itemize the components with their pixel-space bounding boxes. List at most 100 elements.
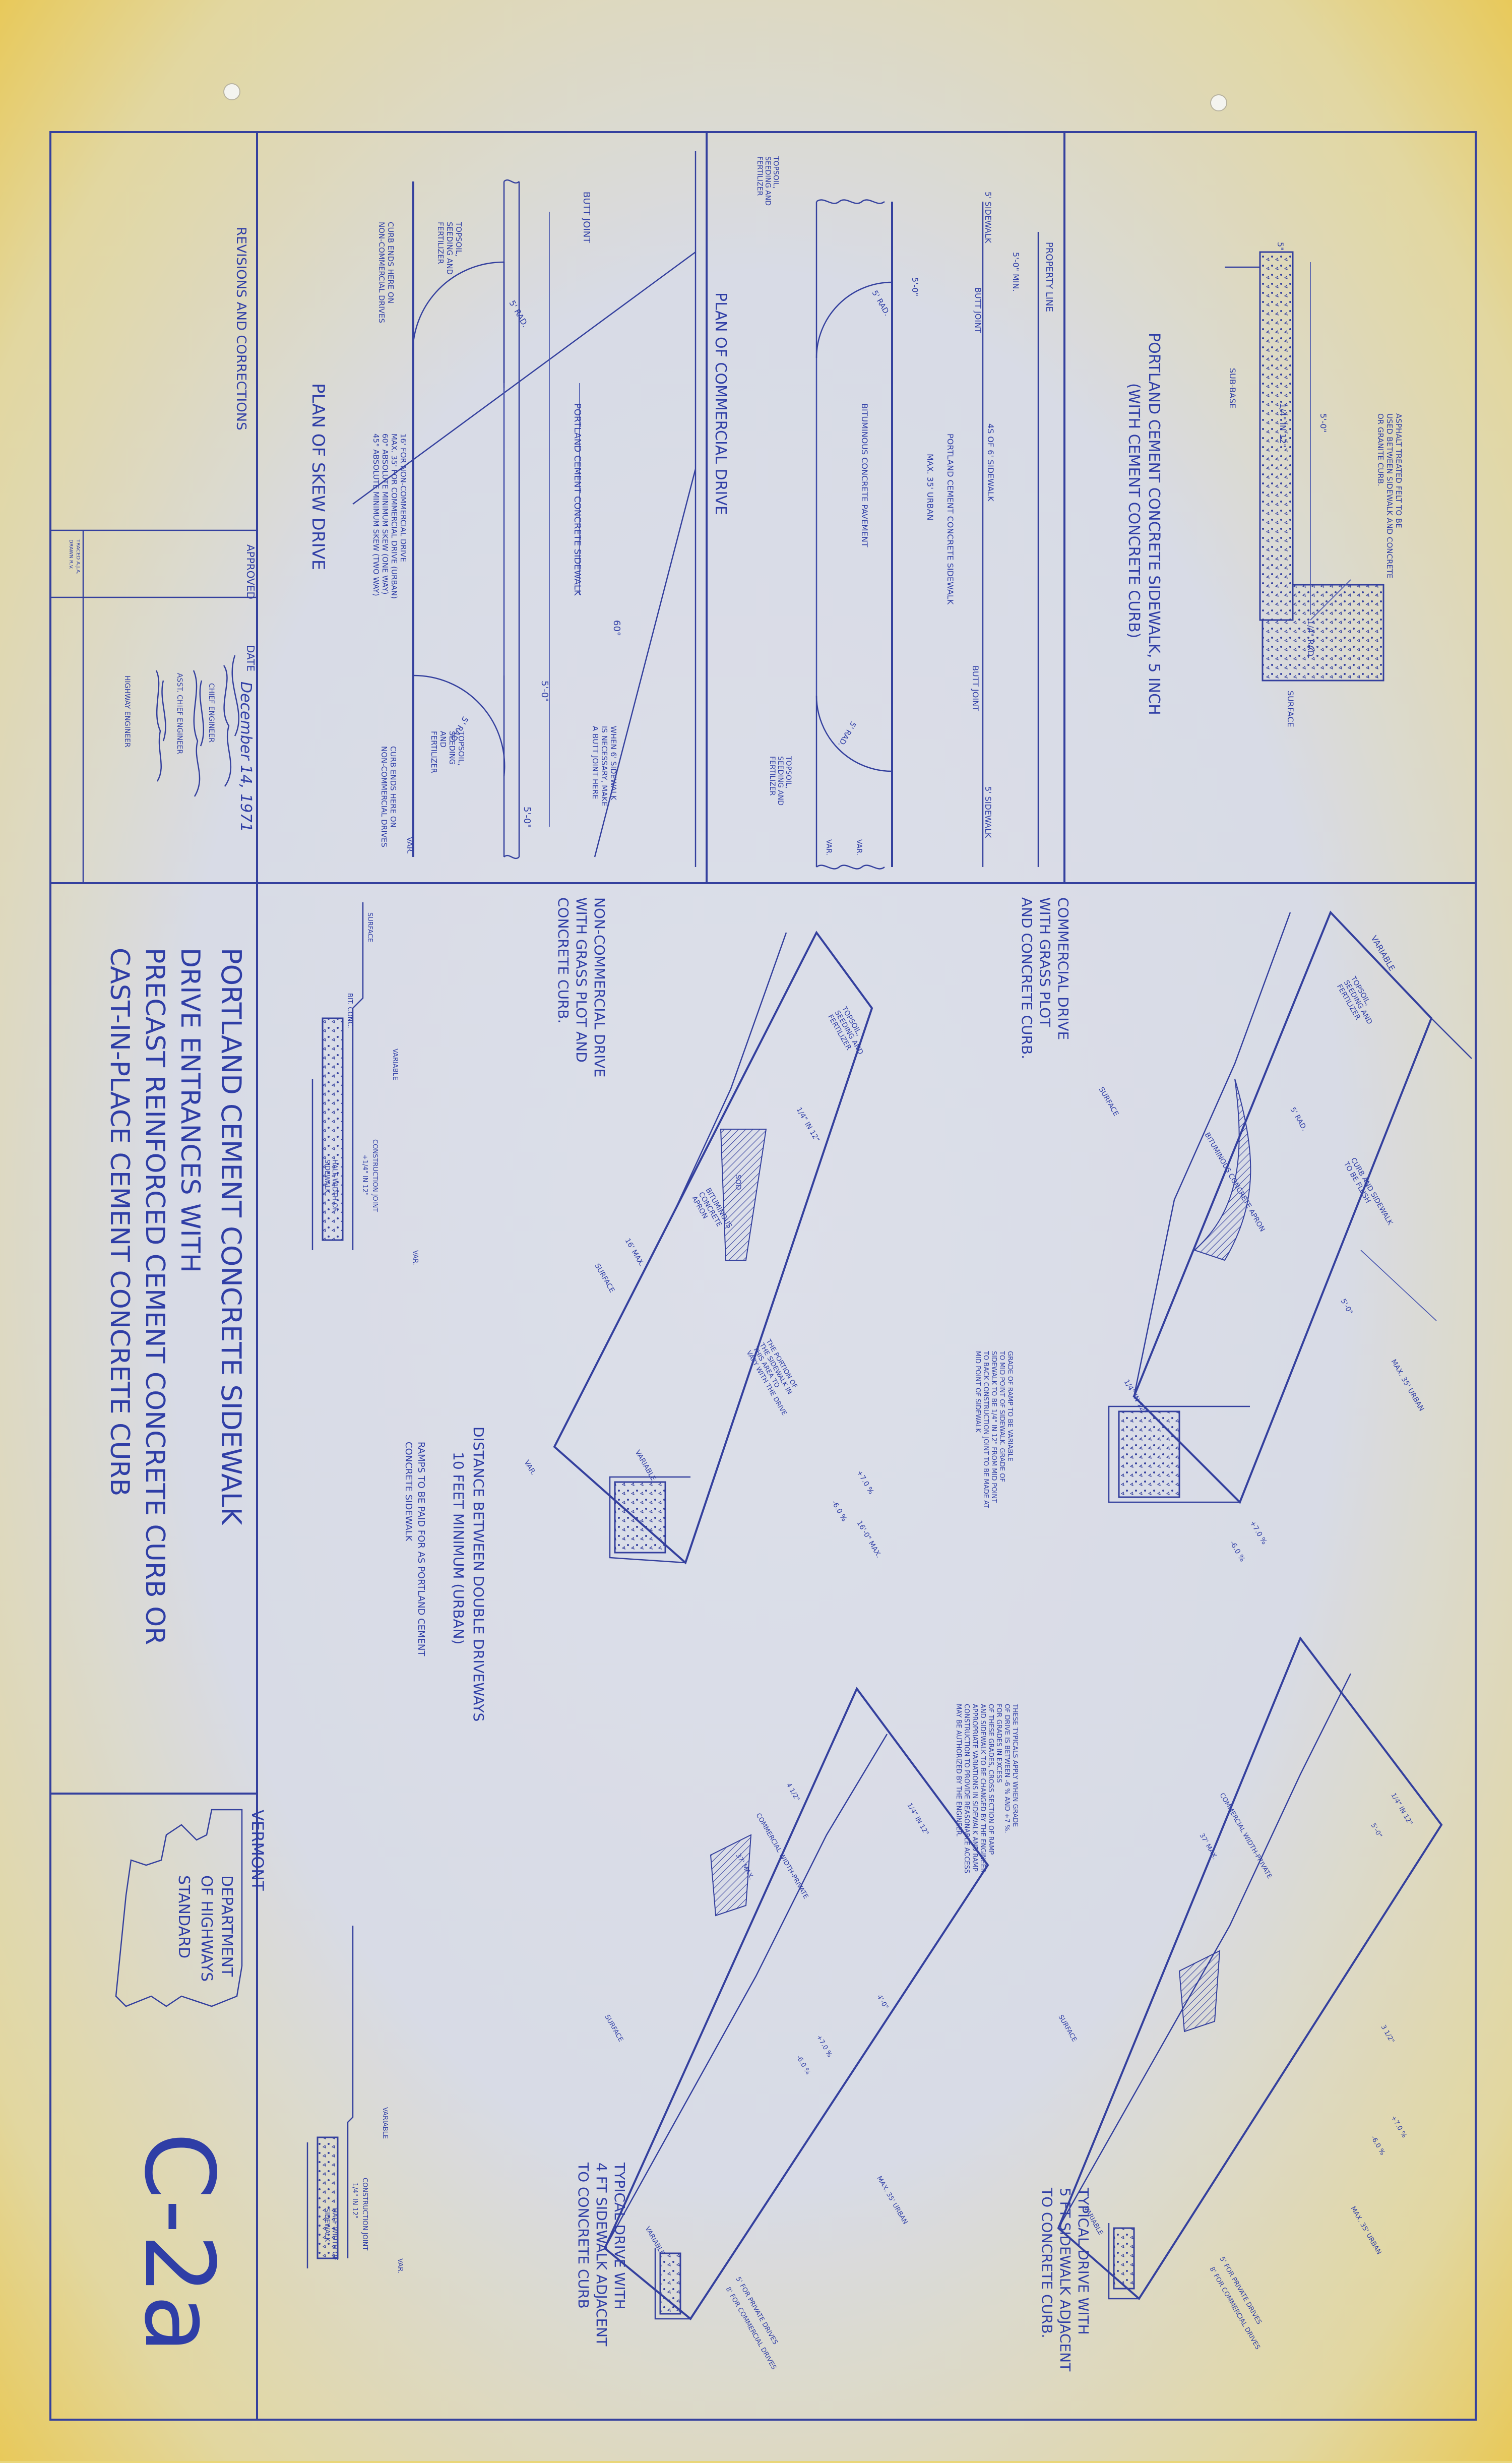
date-value: December 14, 1971 — [237, 682, 255, 832]
skew-angle: 60° — [611, 620, 622, 636]
ciso-max: MAX. 35' URBAN — [1390, 1358, 1426, 1412]
highway-engineer-label: HIGHWAY ENGINEER — [123, 675, 131, 748]
commercial-min: 5'-0" MIN. — [1011, 252, 1021, 292]
sd1-slope: +1/4" IN 12" — [361, 1154, 368, 1196]
ciso-pct-2: -6.0 % — [1228, 1540, 1246, 1563]
skew-dim-1: 5'-0" — [539, 681, 550, 702]
sidewalk-section: 5'-0" 1/4" IN 12" 5" SUB-BASE 1/4" RAD. … — [1125, 242, 1403, 727]
sd2-slope: 1/4" IN 12" — [351, 2183, 358, 2219]
agency-dept-2: OF HIGHWAYS — [198, 1875, 215, 1982]
date-label: DATE — [244, 645, 257, 671]
ncis-topsoil: TOPSOIL, SEEDING AND FERTILIZER — [826, 1005, 872, 1062]
ncis-pct-2: -6.0 % — [830, 1499, 848, 1523]
section-slope: 1/4" IN 12" — [1278, 403, 1288, 448]
section-detail-1: SURFACE BIT. CONC. VARIABLE CONSTRUCTION… — [311, 902, 419, 1265]
section-width: 5'-0" — [1318, 413, 1328, 433]
noncommercial-iso: TOPSOIL, SEEDING AND FERTILIZER SOD BITU… — [523, 897, 883, 1565]
skew-var: VAR. — [405, 837, 414, 854]
sd2-construction-joint: CONSTRUCTION JOINT — [361, 2178, 368, 2250]
commercial-iso: VARIABLE TOPSOIL, SEEDING AND FERTILIZER… — [974, 897, 1472, 1563]
sd1-bit-conc: BIT. CONC. — [346, 993, 353, 1028]
title-line-4: CAST-IN-PLACE CEMENT CONCRETE CURB — [104, 948, 135, 1496]
revisions-block: REVISIONS AND CORRECTIONS — [233, 227, 248, 430]
t4-label: TYPICAL DRIVE WITH 4 FT SIDEWALK ADJACEN… — [575, 2162, 628, 2351]
commercial-plan-title: PLAN OF COMMERCIAL DRIVE — [712, 292, 729, 515]
section-surface: SURFACE — [1286, 691, 1295, 727]
skew-dim-2: 5'-0" — [522, 807, 532, 828]
commercial-sidewalk-width: 4S OF 6' SIDEWALK — [986, 423, 995, 502]
drawn-label: DRAWN R.V. — [68, 539, 74, 570]
ciso-slope: 1/4" IN 12" — [1122, 1378, 1149, 1415]
ciso-label: COMMERCIAL DRIVE WITH GRASS PLOT AND CON… — [1019, 897, 1072, 1059]
agency-standard: STANDARD — [175, 1875, 193, 1958]
title-block: PORTLAND CEMENT CONCRETE SIDEWALK DRIVE … — [104, 948, 247, 1645]
commercial-max: MAX. 35' URBAN — [925, 454, 935, 520]
sd2-half-width: HALF WIDTH OF SIDEWALK — [323, 2208, 338, 2262]
concrete-curb — [1262, 584, 1384, 682]
ciso-dim: 5'-0" — [1339, 1298, 1354, 1316]
skew-butt-note: WHEN 6' SIDEWALK IS NECESSARY, MAKE A BU… — [591, 726, 618, 809]
t5-apply-note: THESE TYPICALS APPLY WHEN GRADE OF DRIVE… — [955, 1703, 1019, 1877]
ncis-label: NON-COMMERCIAL DRIVE WITH GRASS PLOT AND… — [555, 897, 608, 1082]
agency-dept-1: DEPARTMENT — [218, 1875, 235, 1977]
ncis-surface: SURFACE — [593, 1262, 616, 1294]
commercial-var-2: VAR. — [825, 839, 833, 855]
title-line-2: DRIVE ENTRANCES WITH — [175, 948, 205, 1273]
section-rad: 1/4" RAD. — [1306, 620, 1315, 659]
distance-line-2: 10 FEET MINIMUM (URBAN) — [450, 1452, 467, 1644]
commercial-sidewalk: 5' SIDEWALK — [983, 192, 993, 243]
sd1-surface: SURFACE — [366, 912, 373, 942]
section-base: SUB-BASE — [1228, 368, 1237, 408]
agency-state: VERMONT — [248, 1810, 267, 1891]
skew-drive-plan: 60° BUTT JOINT PORTLAND CEMENT CONCRETE … — [308, 151, 697, 867]
sd1-variable: VARIABLE — [391, 1049, 399, 1080]
commercial-sidewalk-2: 5' SIDEWALK — [983, 786, 993, 838]
t4-pct-1: +7.0 % — [815, 2034, 834, 2059]
punch-hole-right — [1210, 94, 1227, 111]
skew-topsoil-1: TOPSOIL, SEEDING AND FERTILIZER — [436, 221, 463, 277]
typical-4ft-iso: COMMERCIAL WIDTH-PRIVATE 37' MAX. MAX. 3… — [575, 1687, 989, 2371]
skew-plan-title: PLAN OF SKEW DRIVE — [308, 383, 328, 570]
commercial-topsoil-2: TOPSOIL, SEEDING AND FERTILIZER — [768, 756, 792, 808]
skew-width-note: 16' FOR NON-COMMERCIAL DRIVE MAX. 35' FO… — [371, 434, 408, 601]
asst-chief-engineer-label: ASST. CHIEF ENGINEER — [175, 673, 183, 754]
section-note: ASPHALT TREATED FELT TO BE USED BETWEEN … — [1376, 413, 1403, 581]
sd2-variable: VARIABLE — [381, 2107, 389, 2139]
t5-slope: 1/4" IN 12" — [1390, 1792, 1414, 1827]
skew-butt-joint: BUTT JOINT — [581, 192, 592, 243]
distance-line-3: RAMPS TO BE PAID FOR AS PORTLAND CEMENT — [416, 1442, 426, 1656]
t5-pct-1: +7.0 % — [1390, 2115, 1408, 2139]
traced-label: TRACED A.J.A. — [75, 539, 81, 574]
commercial-dim: 5'-0" — [910, 277, 920, 296]
commercial-rad-2: 5' RAD. — [836, 720, 858, 748]
distance-line-1: DISTANCE BETWEEN DOUBLE DRIVEWAYS — [470, 1427, 487, 1721]
t4-dim-2: 4'-0" — [875, 1994, 890, 2011]
vermont-outline-icon — [115, 1809, 243, 2007]
ncis-slope: 1/4" IN 12" — [795, 1106, 821, 1143]
section-title-2: (WITH CEMENT CONCRETE CURB) — [1125, 383, 1143, 638]
highway-engineer-signature — [155, 670, 166, 782]
ncis-max: 16' MAX. — [623, 1237, 646, 1268]
title-line-1: PORTLAND CEMENT CONCRETE SIDEWALK — [215, 948, 247, 1526]
ciso-topsoil: TOPSOIL, SEEDING AND FERTILIZER — [1335, 974, 1381, 1032]
skew-topsoil-2: TOPSOIL, SEEDING AND FERTILIZER — [429, 730, 466, 773]
commercial-bituminous: BITUMINOUS CONCRETE PAVEMENT — [860, 403, 869, 547]
ciso-pct-1: +7.0 % — [1248, 1519, 1269, 1546]
ciso-rad: 5' RAD. — [1289, 1106, 1308, 1132]
sd1-var: VAR. — [411, 1250, 419, 1265]
t4-surface: SURFACE — [603, 2014, 625, 2044]
t4-dim: 4 1/2" — [785, 1782, 801, 1803]
t4-urban: MAX. 35' URBAN — [875, 2175, 909, 2226]
ncis-var: VAR. — [523, 1459, 538, 1477]
chief-engineer-signature — [223, 655, 240, 787]
asst-chief-signature — [193, 670, 205, 797]
typical-5ft-iso: THESE TYPICALS APPLY WHEN GRADE OF DRIVE… — [955, 1636, 1443, 2376]
agency-block: VERMONT DEPARTMENT OF HIGHWAYS STANDARD — [115, 1809, 267, 2007]
ciso-surface: SURFACE — [1097, 1086, 1120, 1118]
title-line-3: PRECAST REINFORCED CEMENT CONCRETE CURB … — [140, 948, 170, 1645]
commercial-rad-1: 5' RAD. — [870, 289, 892, 317]
t5-label: TYPICAL DRIVE WITH 5 FT SIDEWALK ADJACEN… — [1039, 2187, 1092, 2376]
commercial-topsoil-1: TOPSOIL, SEEDING AND FERTILIZER — [755, 156, 780, 208]
skew-pcc-sidewalk: PORTLAND CEMENT CONCRETE SIDEWALK — [572, 403, 583, 596]
ncis-pct-1: +7.0 % — [855, 1469, 875, 1496]
